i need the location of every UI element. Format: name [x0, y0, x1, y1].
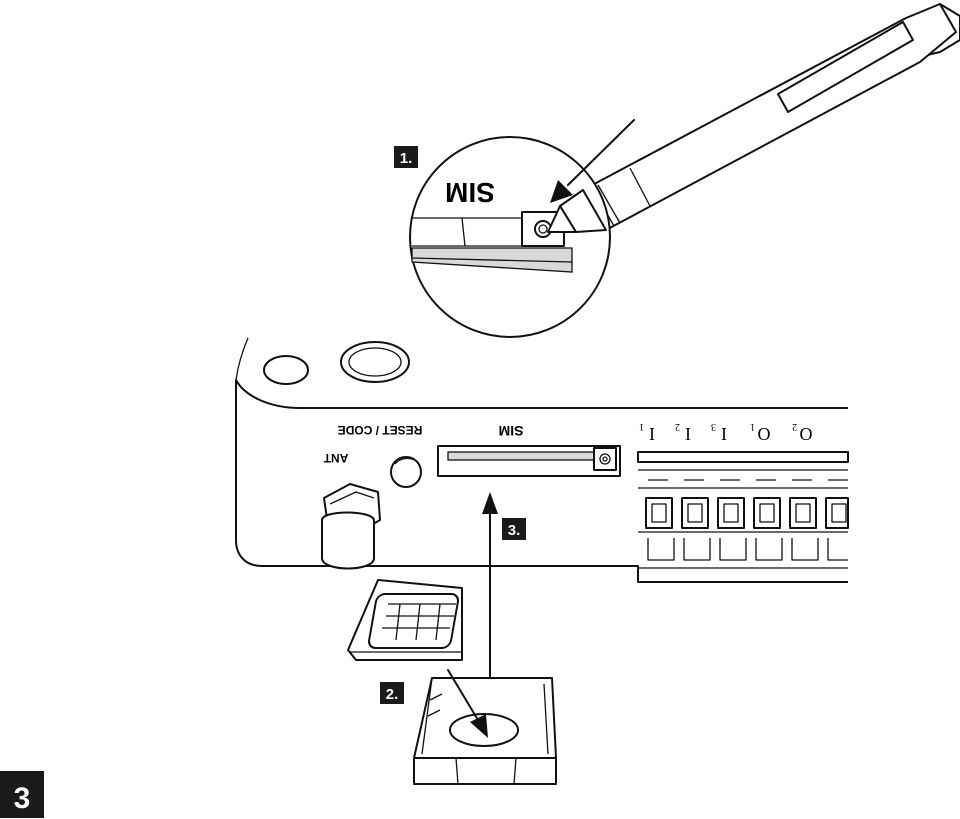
terminal-index: 1: [639, 421, 644, 432]
reset-button: [390, 456, 422, 488]
zoom-callout-circle: SIM: [409, 136, 611, 338]
terminal-index: 2: [675, 421, 680, 432]
terminal-index: 3: [711, 421, 716, 432]
terminal-block: [637, 451, 849, 569]
step1-badge: 1.: [394, 146, 418, 168]
step2-badge: 2.: [380, 682, 404, 704]
reset-code-label: RESET / CODE: [338, 423, 423, 437]
terminal-label: I: [721, 424, 727, 444]
step1-arrow: [550, 119, 635, 203]
terminal-label: I: [685, 424, 691, 444]
terminal-label: O: [758, 424, 771, 444]
slot-pinhole-icon: [593, 447, 617, 471]
step3-badge: 3.: [502, 518, 526, 540]
step1-label: 1.: [400, 150, 413, 167]
terminal-index: 1: [750, 421, 755, 432]
step3-label: 3.: [508, 522, 521, 539]
antenna-connector: [321, 483, 381, 570]
zoom-sim-label: SIM: [445, 177, 495, 208]
step2-label: 2.: [386, 686, 399, 703]
figure-number-badge: 3: [0, 771, 44, 818]
terminal-index: 2: [792, 421, 797, 432]
sim-slot: [437, 445, 621, 477]
step2-arrow: [447, 669, 488, 738]
antenna-label: ANT: [323, 451, 348, 465]
terminal-label: I: [649, 424, 655, 444]
pen-illustration: [551, 3, 960, 233]
sim-slot-label: SIM: [499, 423, 524, 439]
terminal-labels: I 1 I 2 I 3 O 1 O 2: [639, 421, 813, 444]
terminal-label: O: [800, 424, 813, 444]
figure-number: 3: [14, 782, 31, 815]
step3-arrow: [482, 492, 498, 701]
sim-card-illustration: [347, 579, 463, 661]
